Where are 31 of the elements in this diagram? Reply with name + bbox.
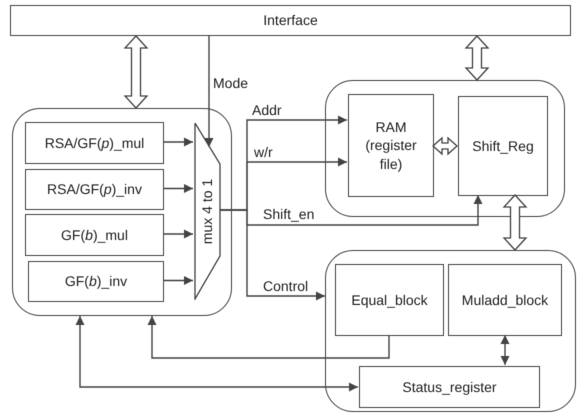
- block-box: GF(b)_inv: [28, 261, 164, 302]
- block-box: RSA/GF(p)_mul: [25, 122, 164, 164]
- arrow: [220, 209, 325, 300]
- arrow: [163, 138, 193, 146]
- edge-label: Shift_en: [263, 206, 314, 222]
- block-box: RAM (register file): [348, 94, 434, 197]
- block-box: Shift_Reg: [458, 96, 548, 196]
- arrow: [500, 335, 510, 365]
- arrow: [204, 36, 214, 147]
- double-arrow: [432, 136, 458, 156]
- double-arrow: [502, 194, 528, 251]
- group-panel: [12, 108, 232, 316]
- edge-label: Mode: [213, 75, 248, 91]
- block-box: Muladd_block: [448, 264, 562, 336]
- block-box: Status_register: [359, 366, 540, 408]
- edge-label: Control: [263, 278, 308, 294]
- double-arrow: [124, 35, 148, 109]
- arrow: [163, 276, 193, 285]
- double-arrow: [464, 35, 490, 81]
- block-box: GF(b)_mul: [25, 214, 164, 256]
- edge-label: Addr: [252, 102, 282, 118]
- block-box: Interface: [10, 5, 571, 36]
- block-box: Equal_block: [335, 264, 444, 336]
- block-box: RSA/GF(p)_inv: [25, 169, 164, 210]
- mux-label: mux 4 to 1: [198, 178, 216, 244]
- edge-label: w/r: [254, 144, 273, 160]
- group-panel: [325, 250, 576, 412]
- arrow: [163, 230, 193, 238]
- arrow: [76, 316, 358, 392]
- arrow: [163, 184, 193, 193]
- arrow: [148, 316, 390, 359]
